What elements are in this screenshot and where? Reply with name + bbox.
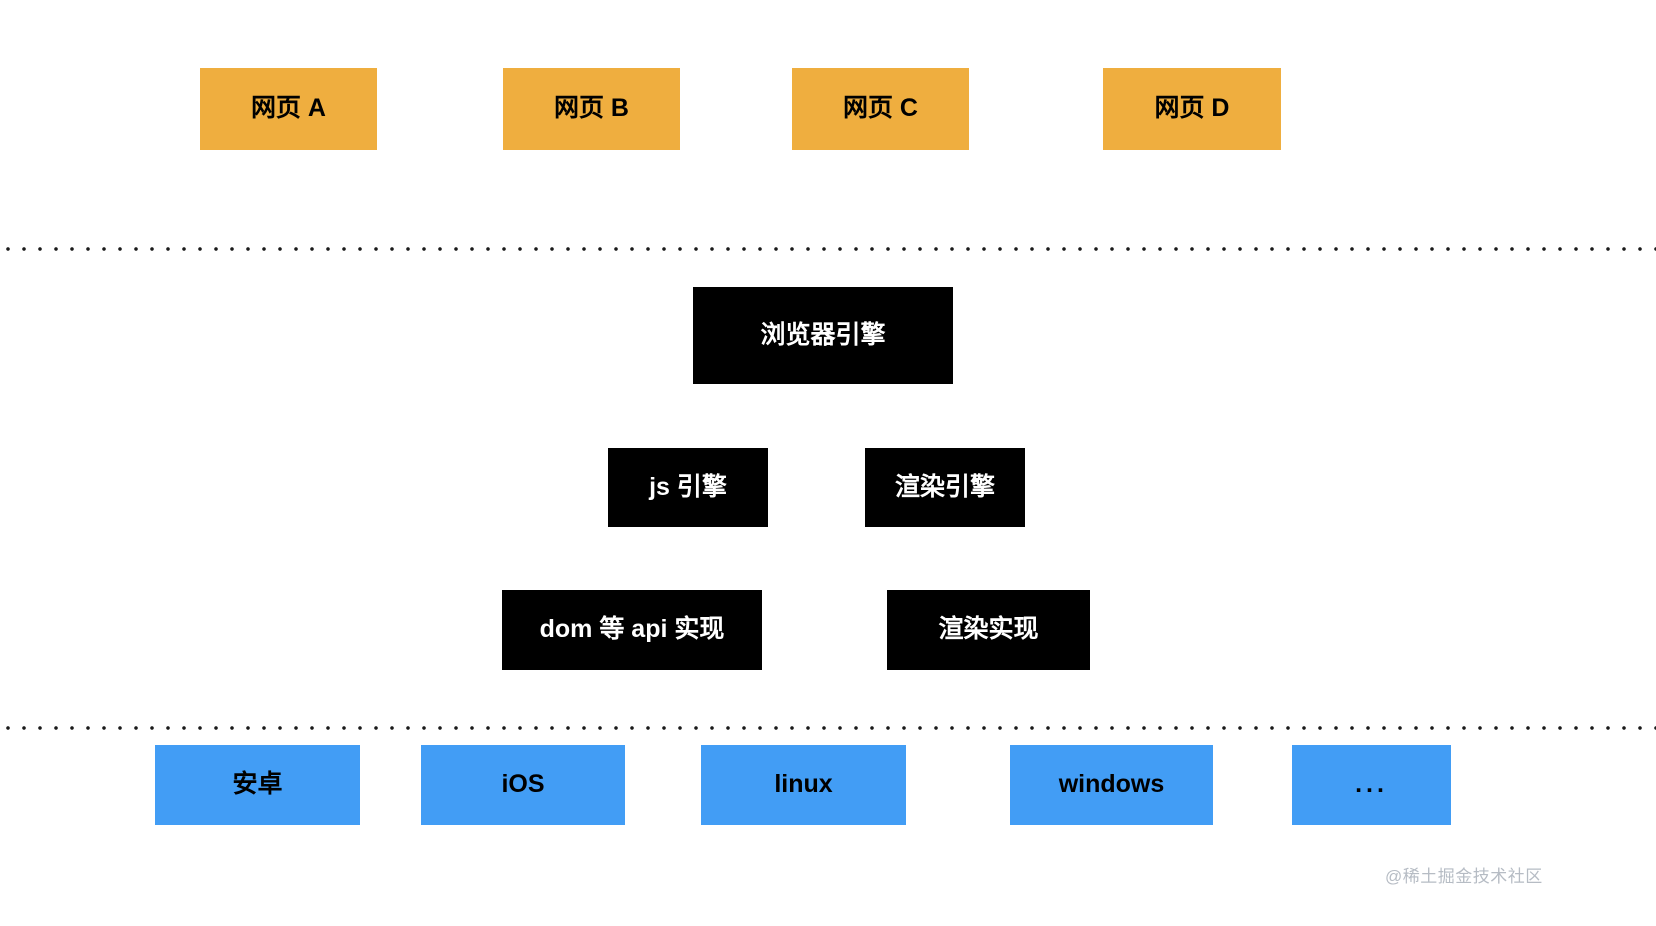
web-page-box-b: 网页 B: [503, 68, 680, 150]
render-engine-box: 渲染引擎: [865, 448, 1025, 527]
watermark-text: @稀土掘金技术社区: [1385, 867, 1543, 886]
divider-bottom: [0, 726, 1656, 730]
os-label-android: 安卓: [232, 770, 283, 799]
os-label-others: ...: [1355, 770, 1388, 799]
render-impl-label: 渲染实现: [938, 615, 1039, 644]
web-page-label-b: 网页 B: [553, 94, 629, 123]
dom-api-impl-label: dom 等 api 实现: [539, 615, 725, 644]
dom-api-impl-box: dom 等 api 实现: [502, 590, 762, 670]
browser-engine-label: 浏览器引擎: [760, 320, 886, 349]
web-page-box-a: 网页 A: [200, 68, 377, 150]
os-box-ios: iOS: [421, 745, 625, 825]
os-label-ios: iOS: [501, 770, 545, 799]
os-box-others: ...: [1292, 745, 1451, 825]
divider-top: [0, 247, 1656, 251]
watermark: @稀土掘金技术社区: [1385, 862, 1543, 887]
web-page-box-c: 网页 C: [792, 68, 969, 150]
os-label-linux: linux: [774, 770, 833, 799]
render-engine-label: 渲染引擎: [894, 472, 995, 501]
web-page-label-d: 网页 D: [1154, 94, 1230, 123]
render-impl-box: 渲染实现: [887, 590, 1090, 670]
web-page-label-a: 网页 A: [250, 94, 326, 123]
web-page-label-c: 网页 C: [842, 94, 918, 123]
os-box-linux: linux: [701, 745, 906, 825]
os-label-windows: windows: [1058, 770, 1165, 799]
js-engine-label: js 引擎: [649, 472, 727, 501]
web-page-box-d: 网页 D: [1103, 68, 1281, 150]
js-engine-box: js 引擎: [608, 448, 768, 527]
os-box-windows: windows: [1010, 745, 1213, 825]
os-box-android: 安卓: [155, 745, 360, 825]
browser-engine-box: 浏览器引擎: [693, 287, 953, 384]
